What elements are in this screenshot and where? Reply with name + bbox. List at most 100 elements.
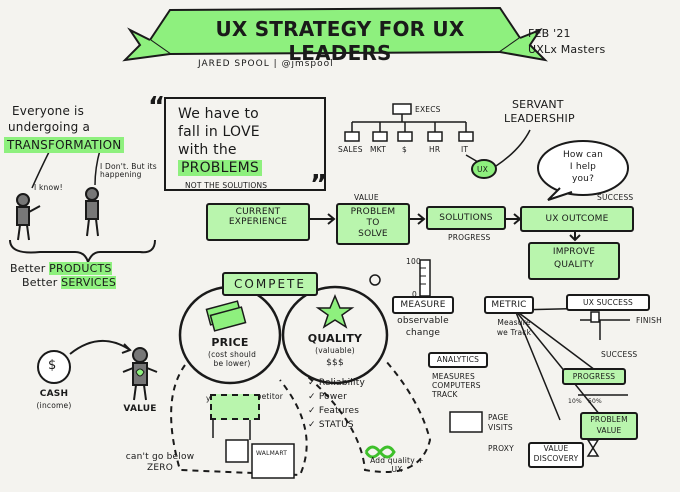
better-services-prefix: Better	[22, 276, 58, 289]
compete-box: COMPETE	[222, 272, 318, 296]
org-child-hr: HR	[429, 145, 441, 154]
cash-label: CASH	[39, 389, 69, 399]
servant-leadership-1: SERVANT	[512, 98, 564, 111]
org-child-it: IT	[461, 145, 469, 154]
date-label: FEB '21	[528, 27, 571, 40]
improve-quality-box: IMPROVE QUALITY	[528, 242, 620, 280]
proxy-label: PROXY	[488, 444, 514, 453]
pct-50: 50%	[588, 398, 602, 405]
value-discovery-box: VALUE DISCOVERY	[528, 442, 584, 468]
quote-line-5: NOT THE SOLUTIONS	[185, 181, 268, 190]
transformation-label: TRANSFORMATION	[4, 137, 125, 153]
progress-box: PROGRESS	[562, 368, 626, 385]
help-bubble-line-2: I help	[569, 162, 597, 172]
improve-line-1: IMPROVE	[552, 247, 596, 257]
metric-label: METRIC	[491, 300, 527, 310]
better-products: Better PRODUCTS	[10, 262, 112, 275]
quote-line-2: fall in LOVE	[178, 124, 260, 140]
measure-we-1: Measure	[497, 318, 531, 327]
page-visits-1: PAGE	[488, 413, 509, 422]
value-person-label: VALUE	[123, 404, 157, 414]
org-child-mkt: MKT	[370, 145, 386, 154]
quote-line-3: with the	[178, 142, 237, 158]
speech-i-dont: I Don't. But its happening	[100, 162, 157, 179]
price-label: PRICE	[211, 336, 249, 349]
quote-line-4: PROBLEMS	[178, 160, 263, 176]
quality-checklist: ✓ Reliability ✓ Power ✓ Features ✓ STATU…	[308, 376, 365, 432]
check-item-features: ✓ Features	[308, 406, 360, 416]
check-item-status: ✓ STATUS	[308, 420, 354, 430]
problem-value-line-1: PROBLEM	[590, 415, 628, 424]
observable-line-1: observable	[397, 316, 449, 326]
execs-label: EXECS	[415, 105, 441, 114]
pct-10: 10%	[568, 398, 582, 405]
solutions-box: SOLUTIONS	[426, 206, 506, 230]
current-experience-line-2: EXPERIENCE	[228, 217, 288, 227]
ux-node-label: UX	[477, 165, 489, 174]
event-label: UXLx Masters	[528, 43, 606, 56]
problem-line-2: TO	[366, 218, 380, 228]
quote-line-1: We have to	[178, 106, 259, 122]
metric-box: METRIC	[484, 296, 534, 314]
banner-title: UX STRATEGY FOR UX LEADERS	[215, 17, 465, 65]
problem-value-box: PROBLEM VALUE	[580, 412, 638, 440]
measure-box: MEASURE	[392, 296, 454, 314]
price-sub: (cost should be lower)	[207, 350, 257, 368]
problem-to-solve-box: PROBLEM TO SOLVE	[336, 203, 410, 245]
value-discovery-line-2: DISCOVERY	[533, 454, 579, 463]
analytics-measures: MEASURES COMPUTERS TRACK	[432, 372, 481, 399]
byline: JARED SPOOL | @jmspool	[198, 59, 334, 69]
better-services-word: SERVICES	[61, 276, 117, 289]
problem-line-1: PROBLEM	[350, 207, 396, 217]
analytics-box: ANALYTICS	[428, 352, 488, 368]
problem-line-3: SOLVE	[358, 229, 388, 239]
competitor-label: competitor	[240, 392, 284, 401]
page-visits-2: VISITS	[488, 423, 513, 432]
quality-sub: (valuable)	[315, 346, 355, 355]
compete-label: COMPETE	[234, 277, 306, 291]
better-products-prefix: Better	[10, 262, 46, 275]
value-discovery-line-1: VALUE	[543, 444, 569, 453]
quote-open-mark: “	[148, 92, 166, 122]
price-gap-box	[210, 394, 260, 420]
progress-label: PROGRESS	[448, 233, 491, 242]
cant-go-label: can't go below ZERO	[125, 452, 195, 473]
better-products-word: PRODUCTS	[49, 262, 112, 275]
measure-label: MEASURE	[400, 300, 446, 310]
org-child-sales: SALES	[338, 145, 363, 154]
check-item-reliability: ✓ Reliability	[308, 378, 365, 388]
success-small-label: SUCCESS	[601, 350, 638, 359]
observable-line-2: change	[405, 328, 441, 338]
speech-i-know: I know!	[34, 183, 63, 192]
improve-line-2: QUALITY	[554, 260, 594, 270]
ux-success-box: UX SUCCESS	[566, 294, 650, 311]
dollar-coin-symbol: $	[48, 358, 57, 373]
dollars-label: $$$	[326, 358, 344, 368]
current-experience-box: CURRENT EXPERIENCE	[206, 203, 310, 241]
cash-sub: (income)	[36, 401, 72, 410]
ux-outcome-label: UX OUTCOME	[545, 214, 609, 224]
gauge-top: 100	[406, 257, 421, 266]
value-label: VALUE	[354, 193, 379, 202]
measures-line-2: COMPUTERS	[432, 381, 481, 390]
measure-we-2: we Track	[496, 328, 532, 337]
solutions-label: SOLUTIONS	[439, 213, 493, 223]
progress-box-label: PROGRESS	[572, 372, 616, 381]
better-services: Better SERVICES	[22, 276, 117, 289]
analytics-label: ANALYTICS	[436, 355, 480, 364]
add-quality-label: Add quality + UX	[370, 456, 424, 474]
gauge-bottom: 0	[412, 290, 417, 299]
success-label: SUCCESS	[597, 193, 634, 202]
org-child-money: $	[402, 145, 407, 154]
quote-close-mark: ”	[310, 170, 328, 200]
ux-outcome-box: UX OUTCOME	[520, 206, 634, 232]
problem-value-line-2: VALUE	[596, 426, 622, 435]
intro-line-1: Everyone is	[12, 104, 85, 118]
finish-label: FINISH	[636, 316, 662, 325]
measures-line-3: TRACK	[432, 390, 458, 399]
check-item-power: ✓ Power	[308, 392, 348, 402]
measures-line-1: MEASURES	[432, 372, 475, 381]
current-experience-line-1: CURRENT	[235, 207, 281, 217]
help-bubble-line-3: you?	[571, 174, 595, 184]
